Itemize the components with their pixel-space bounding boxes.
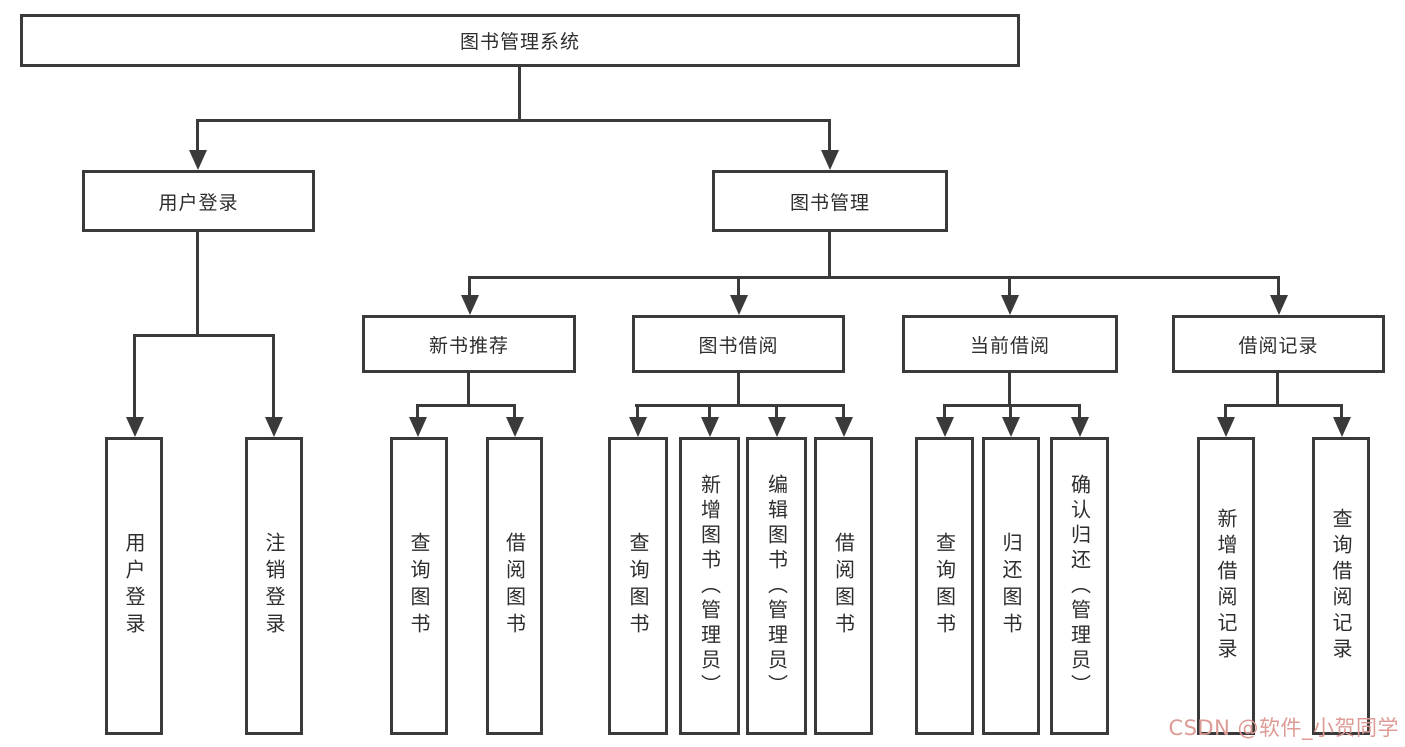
leaf-logout: 注销登录 bbox=[245, 437, 303, 735]
arrow-down-icon bbox=[1002, 417, 1020, 437]
arrow-down-icon bbox=[506, 417, 524, 437]
node-label: 新书推荐 bbox=[428, 334, 509, 357]
node-user-login: 用户登录 bbox=[82, 170, 315, 232]
node-label: 借阅图书 bbox=[831, 532, 856, 640]
node-label: 图书管理 bbox=[789, 191, 870, 214]
arrow-down-icon bbox=[936, 417, 954, 437]
node-borrowing-records: 借阅记录 bbox=[1172, 315, 1385, 373]
arrow-down-icon bbox=[730, 295, 748, 315]
connector-root-bar bbox=[196, 119, 831, 122]
connector-bookmgmt-drop-4 bbox=[1277, 276, 1280, 298]
arrow-down-icon bbox=[768, 417, 786, 437]
node-book-management: 图书管理 bbox=[712, 170, 948, 232]
node-label: 注销登录 bbox=[262, 532, 286, 640]
connector-borrowing-drop-3 bbox=[775, 404, 778, 421]
connector-records-drop-2 bbox=[1340, 404, 1343, 421]
node-root-book-management-system: 图书管理系统 bbox=[20, 14, 1020, 67]
leaf-confirm-return-admin: 确认归还（管理员） bbox=[1050, 437, 1109, 735]
arrow-down-icon bbox=[1270, 295, 1288, 315]
leaf-borrow-books-borrowing: 借阅图书 bbox=[814, 437, 873, 735]
node-label: 图书管理系统 bbox=[459, 31, 580, 53]
connector-current-drop-2 bbox=[1009, 404, 1012, 421]
node-label: 确认归还（管理员） bbox=[1067, 473, 1092, 699]
arrow-down-icon bbox=[265, 417, 283, 437]
node-label: 查询图书 bbox=[626, 532, 650, 640]
node-label: 新增图书（管理员） bbox=[697, 473, 722, 699]
connector-borrowing-stub bbox=[737, 373, 740, 406]
node-label: 借阅图书 bbox=[502, 532, 527, 640]
node-label: 用户登录 bbox=[122, 532, 146, 640]
arrow-down-icon bbox=[126, 417, 144, 437]
arrow-down-icon bbox=[1071, 417, 1089, 437]
connector-recommend-drop-2 bbox=[513, 404, 516, 421]
arrow-down-icon bbox=[701, 417, 719, 437]
connector-userlogin-drop-1 bbox=[133, 334, 136, 420]
arrow-down-icon bbox=[629, 417, 647, 437]
leaf-query-books-recommend: 查询图书 bbox=[390, 437, 448, 735]
node-label: 查询图书 bbox=[932, 532, 957, 640]
connector-current-drop-1 bbox=[943, 404, 946, 421]
node-label: 当前借阅 bbox=[969, 334, 1050, 357]
leaf-query-books-current: 查询图书 bbox=[915, 437, 974, 735]
connector-borrowing-drop-1 bbox=[636, 404, 639, 421]
node-label: 用户登录 bbox=[158, 191, 239, 214]
leaf-edit-books-admin: 编辑图书（管理员） bbox=[746, 437, 807, 735]
connector-bookmgmt-stub bbox=[828, 232, 831, 278]
connector-recommend-stub bbox=[467, 373, 470, 406]
connector-current-stub bbox=[1008, 373, 1011, 406]
connector-bookmgmt-drop-3 bbox=[1008, 276, 1011, 298]
node-book-borrowing: 图书借阅 bbox=[632, 315, 845, 373]
leaf-add-books-admin: 新增图书（管理员） bbox=[679, 437, 740, 735]
connector-bookmgmt-drop-1 bbox=[468, 276, 471, 298]
leaf-user-login: 用户登录 bbox=[105, 437, 163, 735]
connector-records-drop-1 bbox=[1224, 404, 1227, 421]
node-label: 查询图书 bbox=[407, 532, 431, 640]
node-label: 归还图书 bbox=[999, 532, 1023, 640]
arrow-down-icon bbox=[461, 295, 479, 315]
connector-userlogin-bar bbox=[133, 334, 275, 337]
node-label: 借阅记录 bbox=[1238, 334, 1319, 357]
connector-borrowing-bar bbox=[635, 404, 845, 407]
arrow-down-icon bbox=[1001, 295, 1019, 315]
connector-records-bar bbox=[1224, 404, 1343, 407]
connector-bookmgmt-bar bbox=[468, 276, 1280, 279]
arrow-down-icon bbox=[409, 417, 427, 437]
leaf-return-books: 归还图书 bbox=[982, 437, 1040, 735]
connector-userlogin-drop-2 bbox=[272, 334, 275, 420]
arrow-down-icon bbox=[835, 417, 853, 437]
connector-current-bar bbox=[943, 404, 1081, 407]
node-label: 图书借阅 bbox=[698, 334, 779, 357]
arrow-down-icon bbox=[189, 150, 207, 170]
node-label: 新增借阅记录 bbox=[1214, 508, 1238, 664]
leaf-add-borrow-record: 新增借阅记录 bbox=[1197, 437, 1255, 735]
leaf-borrow-books-recommend: 借阅图书 bbox=[486, 437, 543, 735]
connector-borrowing-drop-4 bbox=[842, 404, 845, 421]
connector-root-stub bbox=[518, 66, 521, 121]
connector-root-drop-left bbox=[196, 119, 199, 156]
connector-current-drop-3 bbox=[1078, 404, 1081, 421]
node-current-borrowing: 当前借阅 bbox=[902, 315, 1118, 373]
arrow-down-icon bbox=[821, 150, 839, 170]
arrow-down-icon bbox=[1217, 417, 1235, 437]
node-label: 查询借阅记录 bbox=[1329, 508, 1353, 664]
leaf-query-books-borrowing: 查询图书 bbox=[608, 437, 668, 735]
node-new-book-recommend: 新书推荐 bbox=[362, 315, 576, 373]
connector-userlogin-stub bbox=[196, 232, 199, 336]
connector-root-drop-right bbox=[828, 119, 831, 156]
leaf-query-borrow-record: 查询借阅记录 bbox=[1312, 437, 1370, 735]
connector-bookmgmt-drop-2 bbox=[737, 276, 740, 298]
connector-recommend-bar bbox=[416, 404, 516, 407]
node-label: 编辑图书（管理员） bbox=[764, 473, 789, 699]
connector-borrowing-drop-2 bbox=[708, 404, 711, 421]
arrow-down-icon bbox=[1333, 417, 1351, 437]
connector-recommend-drop-1 bbox=[416, 404, 419, 421]
connector-records-stub bbox=[1276, 373, 1279, 406]
